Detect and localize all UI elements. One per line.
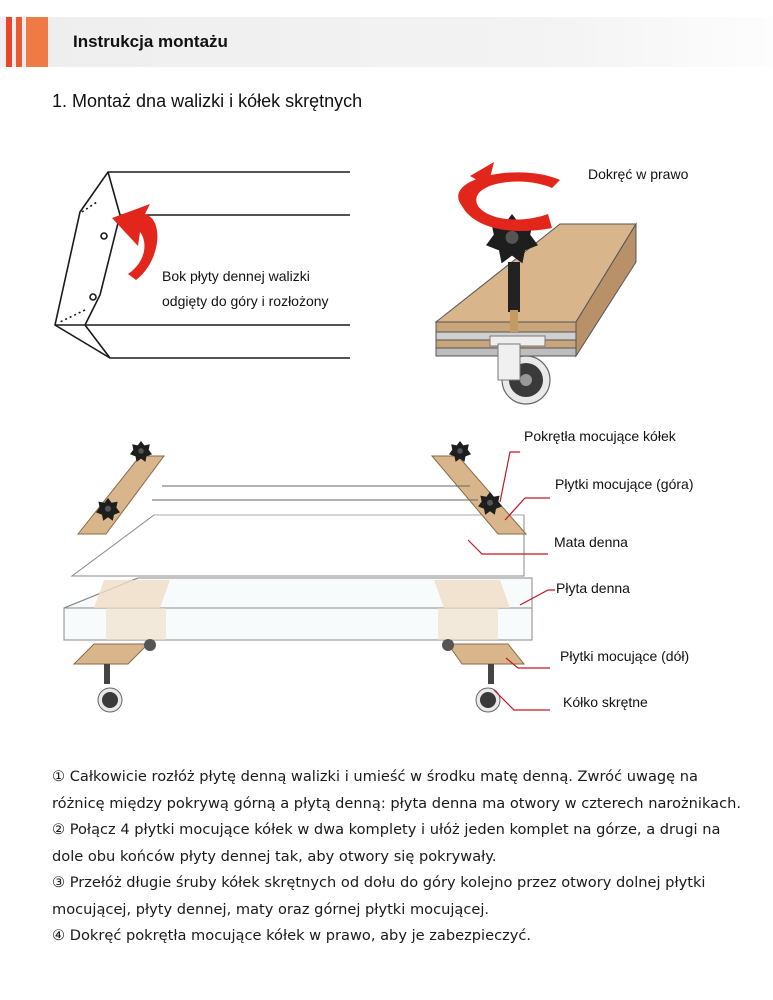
callout-board-line2: odgięty do góry i rozłożony [162,293,329,309]
header-stripe [6,17,12,67]
fold-arrow-icon [112,204,158,280]
assembly-illustration [54,162,637,713]
caster-board-figure [434,214,637,405]
label-base-plate: Płyta denna [556,580,630,596]
header-stripe [26,17,48,67]
label-mat: Mata denna [554,534,628,550]
bottom-mount-plate-left [72,643,150,665]
label-bottom-plates: Płytki mocujące (dół) [560,648,690,664]
instruction-steps: ① Całkowicie rozłóż płytę denną walizki … [52,764,752,950]
bottom-mat [70,514,525,577]
header-stripe [16,17,22,67]
step-3: ③ Przełóż długie śruby kółek skrętnych o… [52,874,706,918]
page-title: Instrukcja montażu [73,32,228,51]
label-top-plates: Płytki mocujące (góra) [555,476,694,492]
folded-board-figure [54,171,350,359]
rotate-arrow-icon [458,162,560,232]
bottom-mount-plate-right [447,643,526,665]
callout-rotate: Dokręć w prawo [588,166,689,182]
step-2: ② Połącz 4 płytki mocujące kółek w dwa k… [52,821,721,865]
step-1: ① Całkowicie rozłóż płytę denną walizki … [52,768,742,812]
step-4: ④ Dokręć pokrętła mocujące kółek w prawo… [52,927,532,944]
header-bar: Instrukcja montażu [0,17,773,67]
caster-left [97,639,156,713]
label-knobs: Pokrętła mocujące kółek [524,428,676,444]
top-mount-plate-right [430,455,528,535]
section-title: 1. Montaż dna walizki i kółek skrętnych [52,91,363,111]
exploded-view-figure [63,441,555,713]
callout-board-line1: Bok płyty dennej walizki [162,268,310,284]
caster-right [442,639,501,713]
top-mount-plate-left [76,455,165,535]
label-caster: Kółko skrętne [563,694,648,710]
